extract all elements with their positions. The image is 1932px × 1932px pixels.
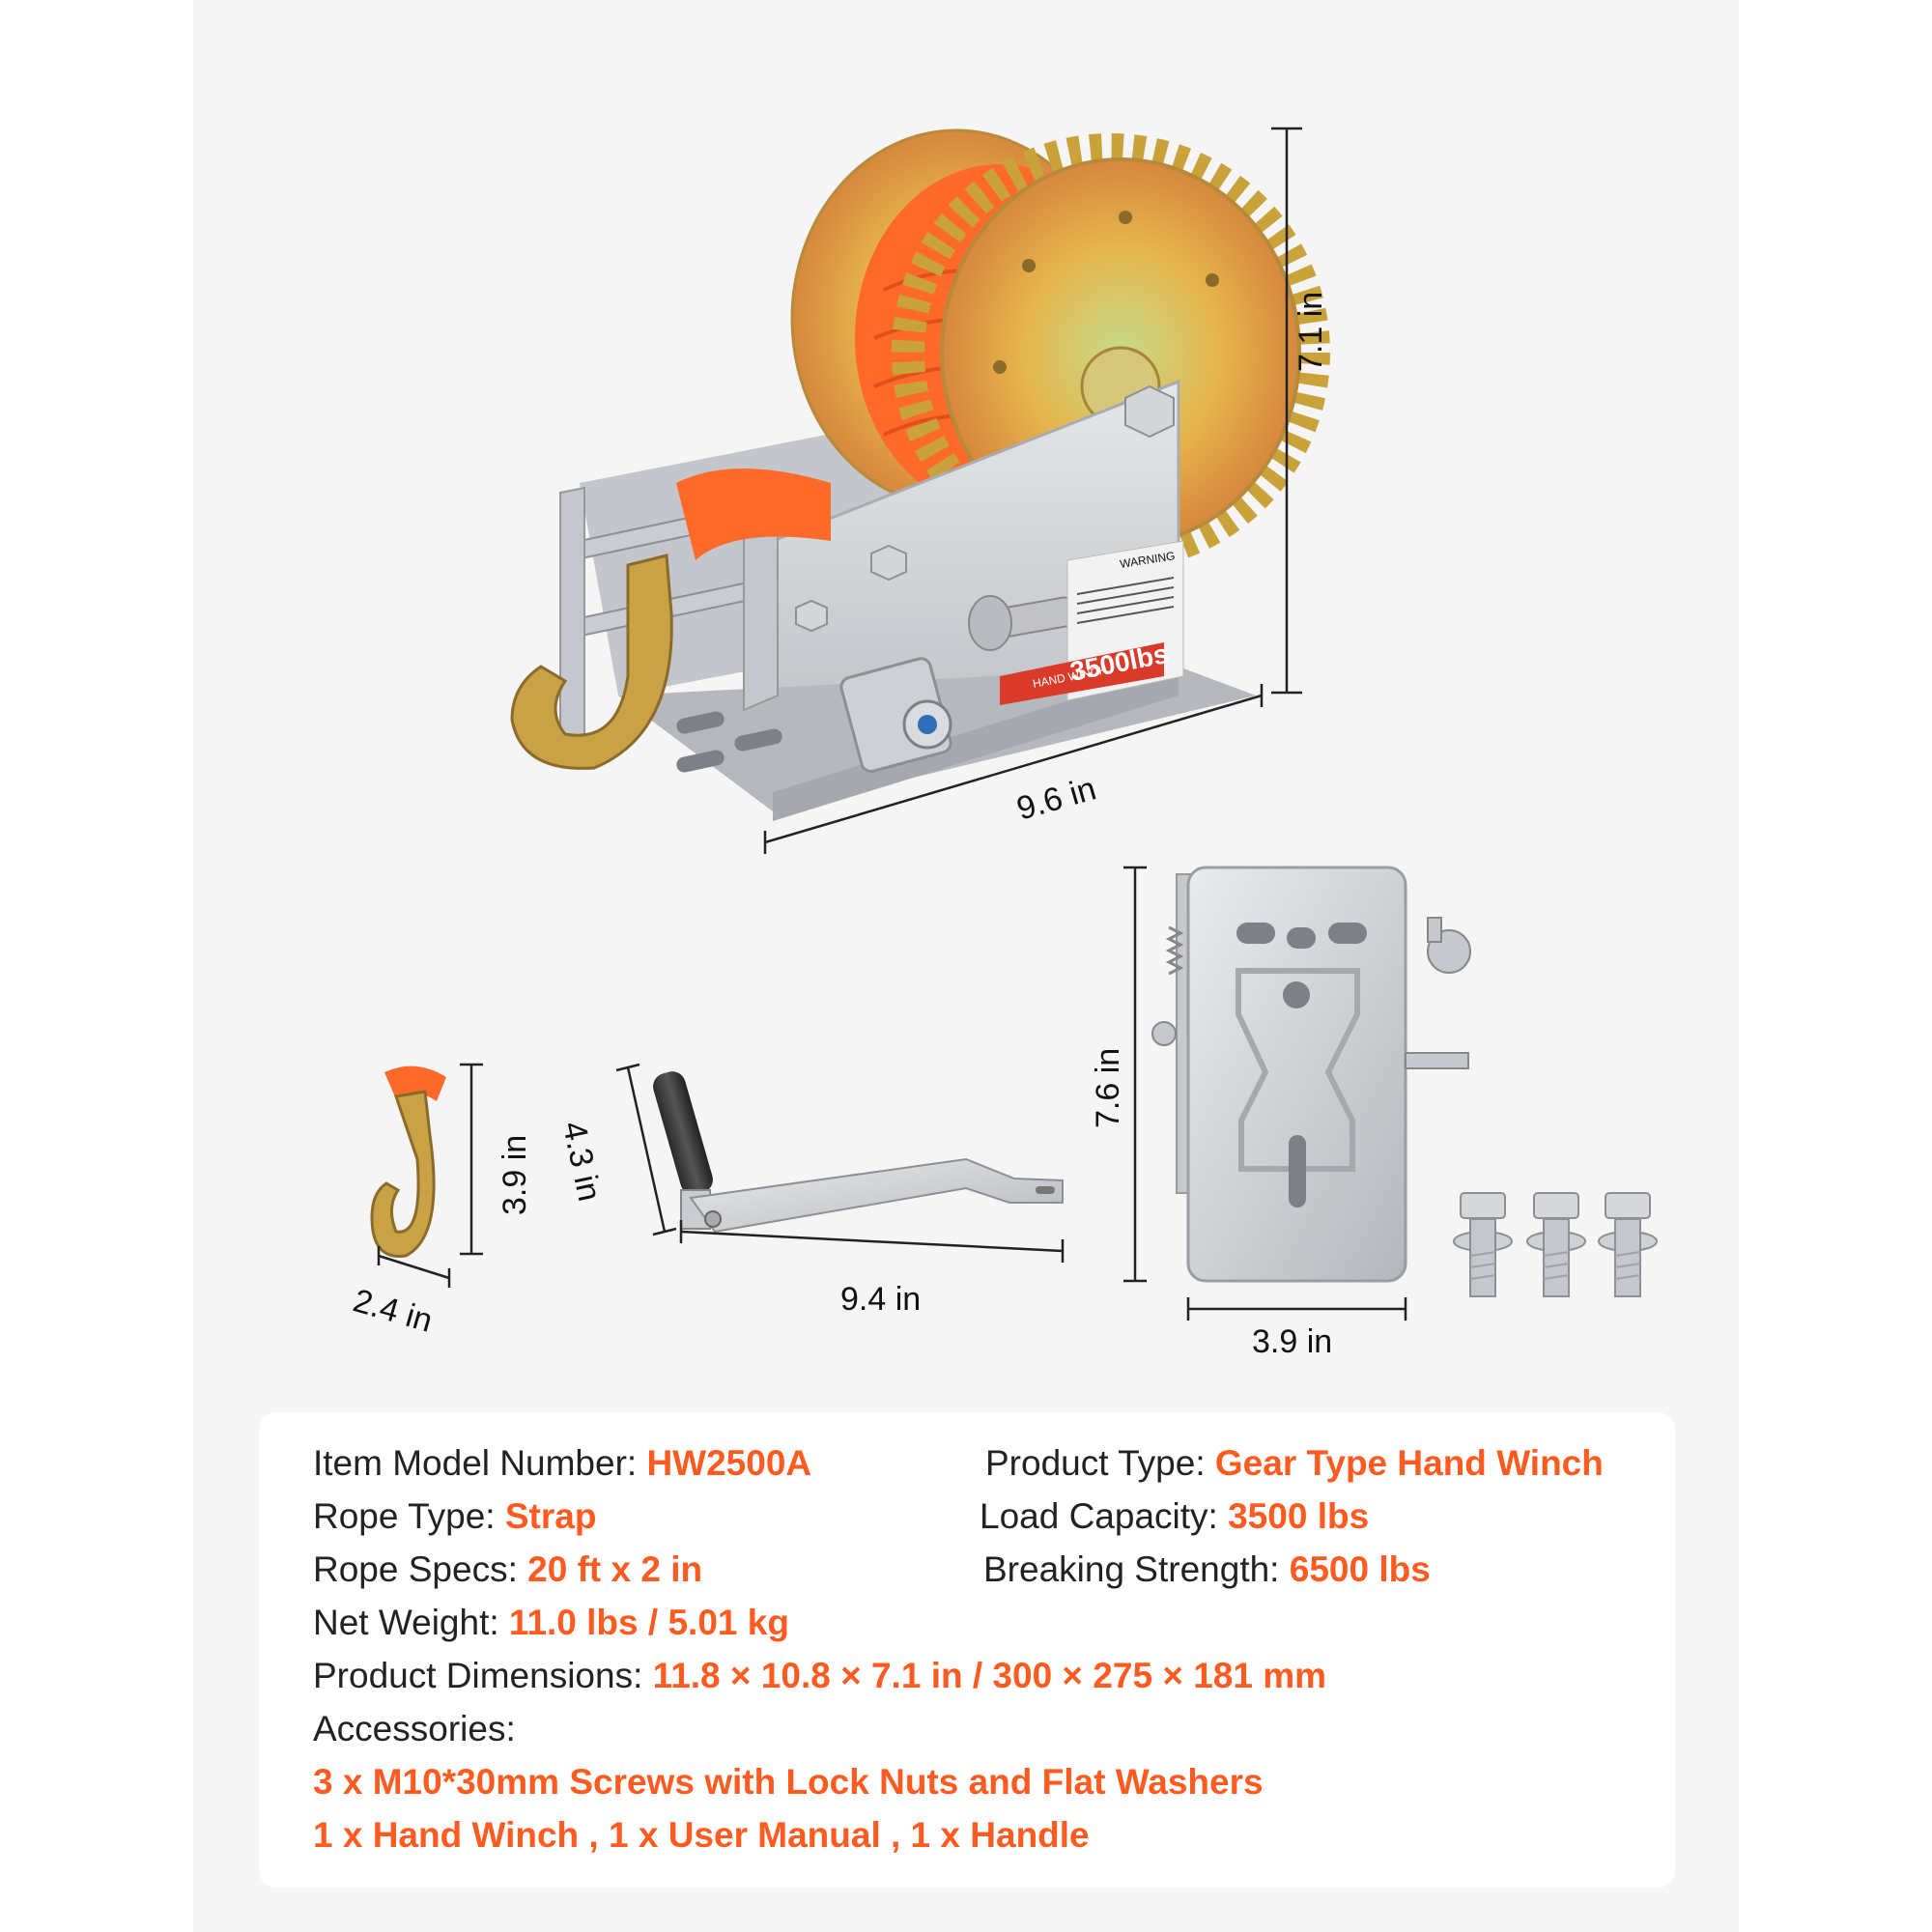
mounting-plate bbox=[1151, 866, 1471, 1283]
spec-breaking-label: Breaking Strength: bbox=[983, 1549, 1280, 1589]
spec-accessories-label: Accessories: bbox=[313, 1709, 516, 1748]
spec-model: Item Model Number: HW2500A bbox=[313, 1445, 811, 1481]
capacity-badge bbox=[1000, 642, 1164, 705]
winch: WARNING HAND WINCH 3500lbs bbox=[510, 128, 1330, 821]
hook-dimension-lines bbox=[377, 1063, 483, 1288]
product-illustration: WARNING HAND WINCH 3500lbs bbox=[370, 127, 1658, 1321]
spec-weight-label: Net Weight: bbox=[313, 1603, 499, 1642]
roller-frame bbox=[559, 486, 585, 746]
dim-plate-width: 3.9 in bbox=[1252, 1323, 1333, 1360]
hook-accessory bbox=[370, 1065, 446, 1258]
dim-winch-height: 7.1 in bbox=[1293, 291, 1329, 372]
spec-dimensions-label: Product Dimensions: bbox=[313, 1656, 643, 1695]
spec-load-value: 3500 lbs bbox=[1228, 1496, 1370, 1536]
spec-type-label: Product Type: bbox=[985, 1443, 1206, 1483]
gear-ring bbox=[892, 133, 1330, 572]
spec-rope-label: Rope Type: bbox=[313, 1496, 496, 1536]
spec-weight-value: 11.0 lbs / 5.01 kg bbox=[508, 1603, 789, 1642]
dim-plate-height: 7.6 in bbox=[1090, 1047, 1126, 1128]
screw-2 bbox=[1526, 1192, 1586, 1297]
screw-3 bbox=[1598, 1192, 1658, 1297]
warning-label: WARNING HAND WINCH 3500lbs bbox=[1000, 540, 1184, 705]
spec-accessories: Accessories: bbox=[313, 1711, 516, 1747]
spec-rope-specs: Rope Specs: 20 ft x 2 in bbox=[313, 1551, 702, 1587]
handle-dimension-lines bbox=[615, 1063, 1065, 1263]
spec-model-value: HW2500A bbox=[646, 1443, 812, 1483]
spec-load-label: Load Capacity: bbox=[980, 1496, 1218, 1536]
winch-bolts bbox=[795, 384, 1175, 633]
winch-dimension-lines bbox=[763, 127, 1302, 854]
screw-1 bbox=[1453, 1192, 1513, 1297]
spec-model-label: Item Model Number: bbox=[313, 1443, 638, 1483]
spec-card: Item Model Number: HW2500A Product Type:… bbox=[259, 1412, 1675, 1888]
screws bbox=[1453, 1192, 1658, 1297]
spec-load: Load Capacity: 3500 lbs bbox=[980, 1498, 1369, 1534]
dim-hook-height: 3.9 in bbox=[497, 1134, 533, 1215]
spec-dimensions: Product Dimensions: 11.8 × 10.8 × 7.1 in… bbox=[313, 1658, 1326, 1693]
spec-accessories-line-1: 3 x M10*30mm Screws with Lock Nuts and F… bbox=[313, 1762, 1264, 1802]
spec-accessories-line-2: 1 x Hand Winch , 1 x User Manual , 1 x H… bbox=[313, 1815, 1090, 1855]
plate-dimension-lines bbox=[1123, 866, 1407, 1321]
spec-dimensions-value: 11.8 × 10.8 × 7.1 in / 300 × 275 × 181 m… bbox=[652, 1656, 1327, 1695]
spec-rope-specs-label: Rope Specs: bbox=[313, 1549, 518, 1589]
spec-breaking: Breaking Strength: 6500 lbs bbox=[983, 1551, 1431, 1587]
spec-type-value: Gear Type Hand Winch bbox=[1214, 1443, 1604, 1483]
strap-lead bbox=[676, 469, 831, 560]
spec-breaking-value: 6500 lbs bbox=[1289, 1549, 1431, 1589]
spec-rope: Rope Type: Strap bbox=[313, 1498, 596, 1534]
handle-accessory bbox=[653, 1071, 1064, 1234]
spec-weight: Net Weight: 11.0 lbs / 5.01 kg bbox=[313, 1605, 789, 1640]
spec-rope-value: Strap bbox=[504, 1496, 597, 1536]
dim-handle-length: 9.4 in bbox=[840, 1281, 922, 1318]
winch-hook bbox=[510, 554, 673, 770]
spec-type: Product Type: Gear Type Hand Winch bbox=[985, 1445, 1604, 1481]
spec-rope-specs-value: 20 ft x 2 in bbox=[527, 1549, 703, 1589]
